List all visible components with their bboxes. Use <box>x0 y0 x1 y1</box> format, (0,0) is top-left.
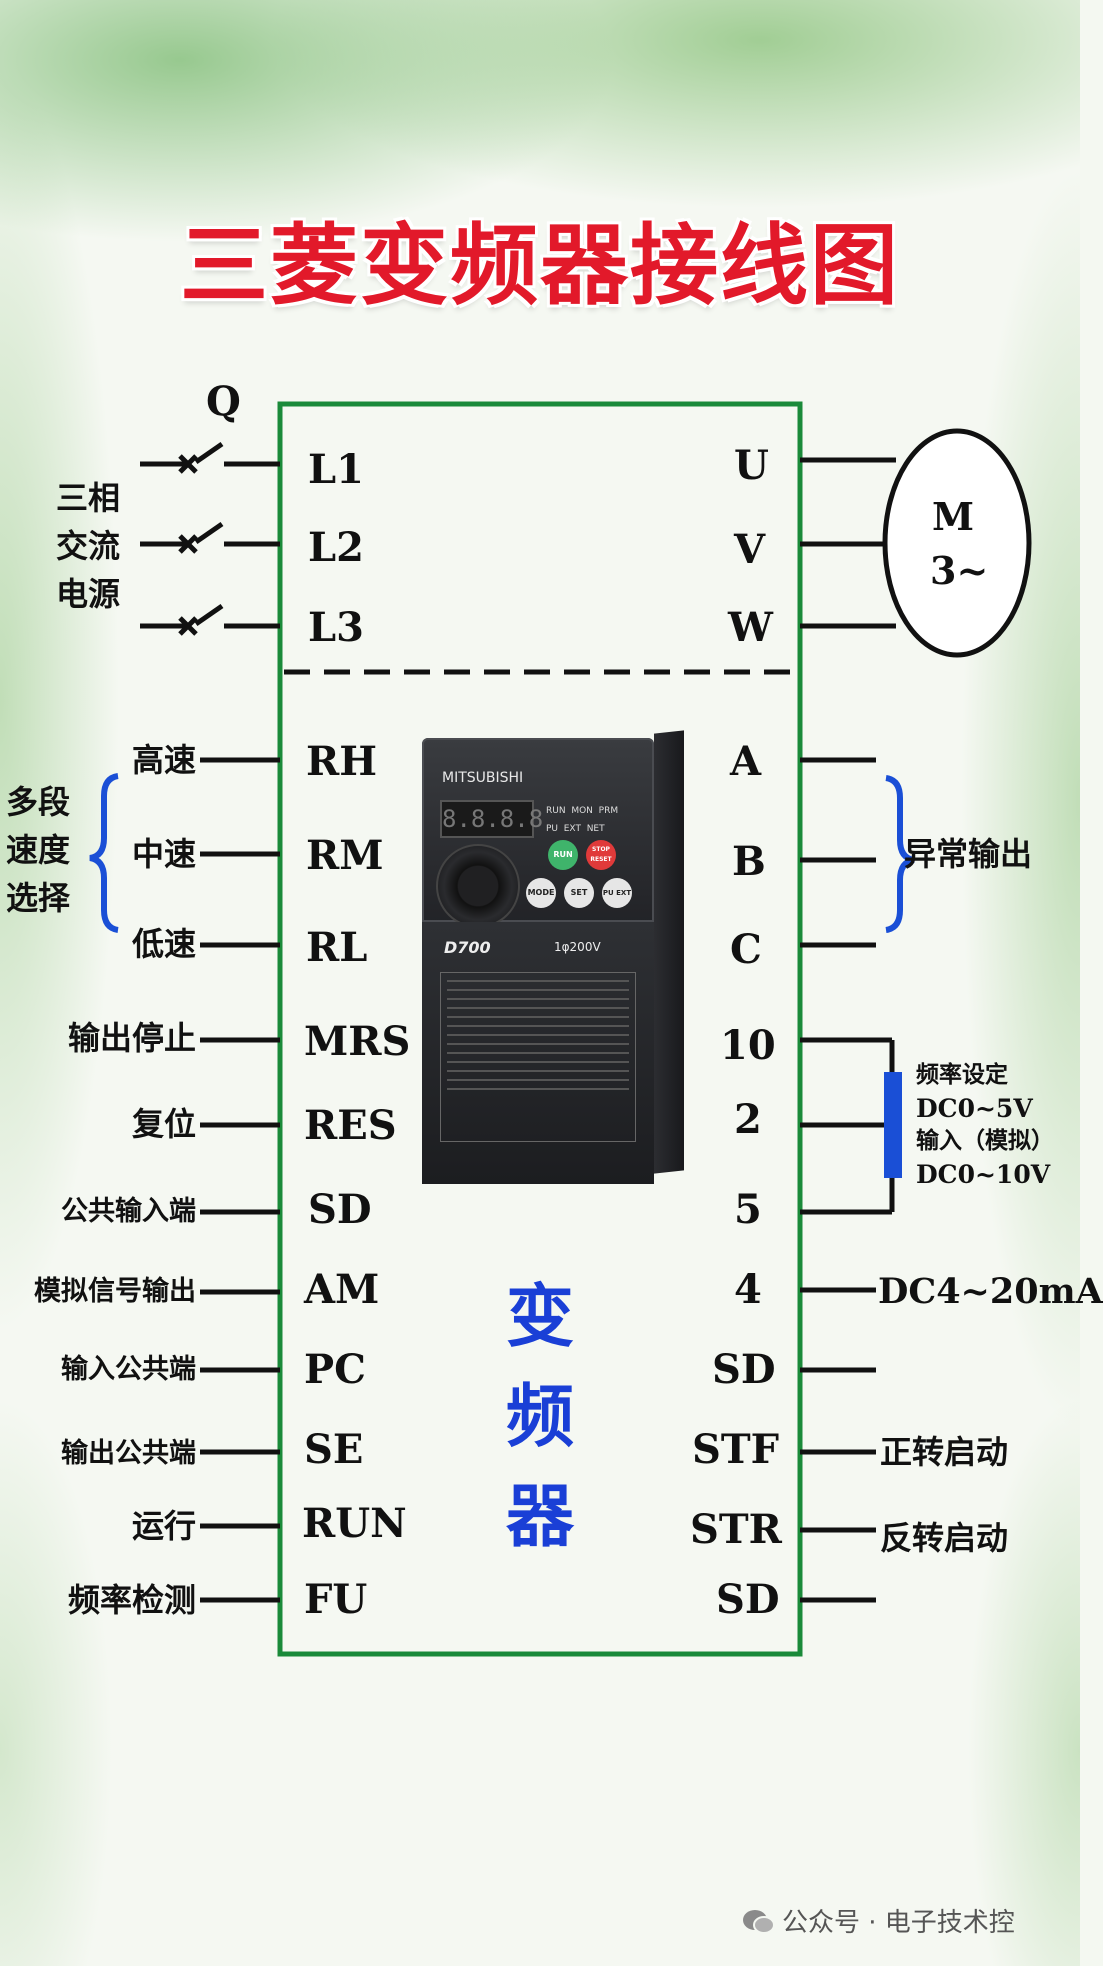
device-brand: MITSUBISHI <box>442 770 524 786</box>
label-freq-detect: 频率检测 <box>67 1581 196 1619</box>
inverter-label-2: 频 <box>506 1378 575 1457</box>
label-reverse-start: 反转启动 <box>880 1519 1009 1557</box>
device-side <box>654 730 684 1174</box>
label-common-input: 公共输入端 <box>61 1196 196 1227</box>
footer-account-label: 公众号 · 电子技术控 <box>782 1908 1015 1938</box>
freq-line-3: 输入（模拟） <box>916 1128 1054 1155</box>
terminal-str: STR <box>690 1506 782 1553</box>
device-front-top: MITSUBISHI 8.8.8.8 RUN MON PRM PU EXT NE… <box>422 738 654 928</box>
terminal-pc: PC <box>304 1346 366 1393</box>
inverter-box <box>277 401 803 1657</box>
terminal-sd-left: SD <box>308 1186 372 1233</box>
freq-line-2: DC0~5V <box>916 1093 1033 1123</box>
abnormal-output-label: 异常输出 <box>904 835 1033 873</box>
terminal-rm: RM <box>306 832 384 879</box>
breaker-x-marks <box>178 454 198 636</box>
freq-line-4: DC0~10V <box>916 1159 1051 1189</box>
power-source-line-2: 交流 <box>56 527 121 565</box>
device-stop-button: STOP RESET <box>586 840 616 870</box>
device-front-bottom: D700 1φ200V <box>422 922 654 1184</box>
device-indicators: RUN MON PRM PU EXT NET <box>546 802 618 838</box>
indicator-prm: PRM <box>598 806 619 816</box>
abnormal-output-bracket <box>885 775 915 933</box>
label-input-common: 输入公共端 <box>61 1354 196 1385</box>
label-forward-start: 正转启动 <box>880 1433 1009 1471</box>
terminal-a: A <box>730 738 762 785</box>
device-display: 8.8.8.8 <box>440 800 543 838</box>
motor-circle <box>882 428 1032 658</box>
terminal-run: RUN <box>302 1500 407 1547</box>
label-analog-output: 模拟信号输出 <box>34 1276 196 1307</box>
terminal-rl: RL <box>306 924 368 971</box>
label-low-speed: 低速 <box>131 925 196 963</box>
power-input-lines <box>140 441 280 629</box>
terminal-sd-right-1: SD <box>712 1346 776 1393</box>
label-mid-speed: 中速 <box>131 835 196 873</box>
device-setting-dial <box>436 844 520 928</box>
freq-line-1: 频率设定 <box>916 1062 1008 1088</box>
terminal-l3: L3 <box>308 604 364 651</box>
terminal-stf: STF <box>692 1426 780 1473</box>
terminal-c: C <box>730 926 762 973</box>
terminal-b: B <box>732 838 766 885</box>
device-warning-label <box>440 972 636 1142</box>
multi-speed-line-3: 选择 <box>6 879 71 917</box>
indicator-net: NET <box>586 824 605 834</box>
terminal-sd-right-2: SD <box>716 1576 780 1623</box>
terminal-mrs: MRS <box>304 1018 411 1065</box>
power-source-line-3: 电源 <box>56 575 121 613</box>
label-output-stop: 输出停止 <box>67 1019 196 1057</box>
indicator-run: RUN <box>546 806 566 816</box>
left-signal-lines <box>200 757 280 1603</box>
terminal-v: V <box>734 526 766 573</box>
terminal-u: U <box>734 442 769 489</box>
label-reset: 复位 <box>131 1105 196 1143</box>
terminal-l2: L2 <box>308 524 364 571</box>
label-dc-4-20ma: DC4~20mA <box>878 1271 1103 1312</box>
motor-wiring <box>800 428 1032 658</box>
power-source-line-1: 三相 <box>56 479 121 517</box>
terminal-fu: FU <box>304 1576 368 1623</box>
multi-speed-line-2: 速度 <box>6 831 71 869</box>
device-mode-button: MODE <box>526 878 556 908</box>
motor-label-m: M <box>932 494 975 539</box>
device-run-button: RUN <box>548 840 578 870</box>
inverter-device-image: MITSUBISHI 8.8.8.8 RUN MON PRM PU EXT NE… <box>418 730 688 1190</box>
terminal-res: RES <box>304 1102 397 1149</box>
right-signal-lines <box>800 757 895 1603</box>
terminal-5: 5 <box>734 1186 762 1233</box>
label-high-speed: 高速 <box>131 741 196 779</box>
multi-speed-bracket <box>89 773 119 933</box>
wiring-diagram <box>89 401 1032 1657</box>
device-set-button: SET <box>564 878 594 908</box>
terminal-2: 2 <box>734 1096 762 1143</box>
multi-speed-line-1: 多段 <box>6 783 71 821</box>
device-model: D700 <box>444 938 491 957</box>
terminal-4: 4 <box>734 1266 762 1313</box>
switch-label: Q <box>206 378 241 425</box>
frequency-setting-bar <box>884 1072 902 1178</box>
terminal-se: SE <box>304 1426 364 1473</box>
frequency-setting-text: 频率设定 DC0~5V 输入（模拟） DC0~10V <box>916 1060 1054 1192</box>
inverter-label-3: 器 <box>506 1478 575 1557</box>
terminal-rh: RH <box>306 738 378 785</box>
terminal-am: AM <box>304 1266 380 1313</box>
motor-label-phase: 3~ <box>930 548 989 593</box>
indicator-pu: PU <box>546 824 559 834</box>
terminal-l1: L1 <box>308 446 364 493</box>
indicator-ext: EXT <box>563 824 581 834</box>
device-pu-ext-button: PU EXT <box>602 878 632 908</box>
indicator-mon: MON <box>571 806 593 816</box>
label-output-common: 输出公共端 <box>61 1438 196 1469</box>
terminal-10: 10 <box>720 1022 776 1069</box>
terminal-w: W <box>728 604 773 651</box>
page-title: 三菱变频器接线图 <box>179 214 900 317</box>
label-run: 运行 <box>131 1507 196 1545</box>
device-voltage: 1φ200V <box>554 940 601 954</box>
inverter-label-1: 变 <box>506 1278 575 1357</box>
wechat-icon <box>742 1908 776 1939</box>
